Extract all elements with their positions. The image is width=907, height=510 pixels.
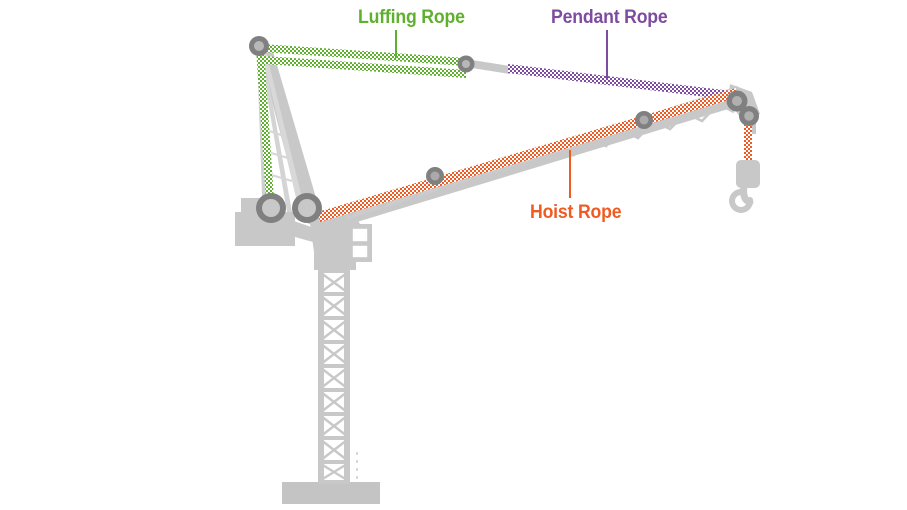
sheave-group (249, 36, 759, 223)
pendant-rope (472, 60, 740, 101)
label-pendant-rope: Pendant Rope (551, 7, 668, 28)
luffing-rope (256, 44, 466, 200)
boom-tip-sheave-lower (739, 106, 759, 126)
base-sheave-right (292, 193, 322, 223)
base-slab (282, 482, 380, 504)
hook-block (729, 160, 760, 213)
boom-upper-sheave (635, 111, 653, 129)
hoist-rope (304, 88, 752, 222)
label-luffing-rope: Luffing Rope (358, 7, 465, 28)
mast-top-sheave (249, 36, 269, 56)
boom-mid-sheave (426, 167, 444, 185)
label-hoist-rope: Hoist Rope (530, 202, 622, 223)
a-frame-mast (257, 48, 322, 220)
tower-mast (318, 268, 358, 484)
luffing-sheave (457, 55, 475, 73)
boom-tip-sheave-upper (726, 90, 748, 112)
base-sheave-left (256, 193, 286, 223)
leader-lines (395, 30, 608, 198)
